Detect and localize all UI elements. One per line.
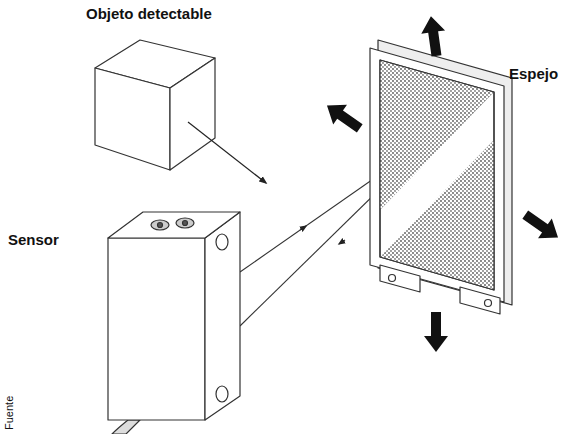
object-label: Objeto detectable bbox=[86, 6, 212, 23]
reflector-mirror bbox=[370, 40, 512, 314]
detectable-object bbox=[95, 40, 215, 170]
photoelectric-sensor bbox=[108, 212, 240, 434]
sensor-label: Sensor bbox=[8, 232, 59, 249]
motion-arrow bbox=[188, 122, 266, 183]
source-label: Fuente bbox=[3, 396, 15, 430]
mirror-label: Espejo bbox=[509, 66, 558, 83]
adjustment-arrows bbox=[320, 15, 565, 352]
